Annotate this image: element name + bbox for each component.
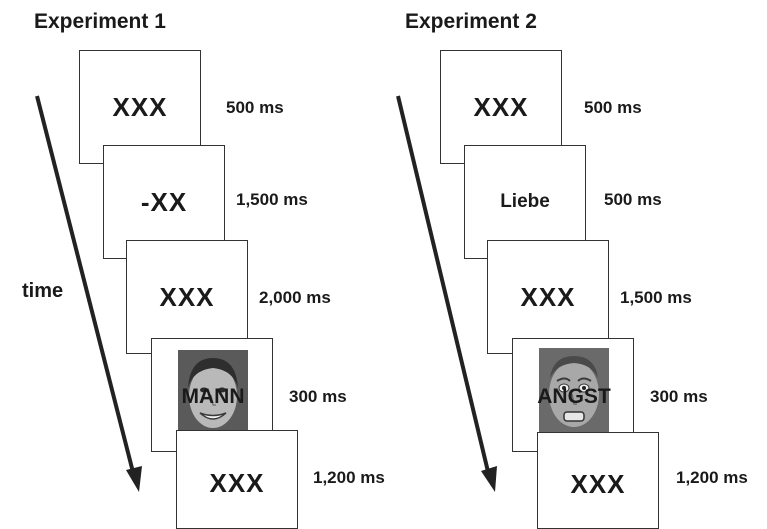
exp2-stimulus-3: XXX (520, 281, 576, 312)
experiment1-title: Experiment 1 (34, 10, 166, 33)
exp1-duration-4: 300 ms (289, 387, 347, 406)
exp2-duration-3: 1,500 ms (620, 288, 692, 307)
exp2-stimulus-4: ANGST (537, 385, 611, 408)
exp2-frame-3: XXX (487, 240, 609, 354)
exp1-stimulus-5: XXX (209, 468, 265, 498)
exp2-duration-2: 500 ms (604, 190, 662, 209)
exp1-duration-5: 1,200 ms (313, 468, 385, 487)
exp2-stimulus-5: XXX (570, 469, 626, 499)
exp2-duration-1: 500 ms (584, 98, 642, 117)
time-arrow-experiment1 (35, 95, 142, 492)
exp1-stimulus-3: XXX (159, 281, 215, 312)
fearful-male-face-icon (539, 348, 609, 436)
experiment2-title: Experiment 2 (405, 10, 537, 33)
exp2-stimulus-1: XXX (473, 91, 529, 122)
exp2-duration-4: 300 ms (650, 387, 708, 406)
exp1-frame-3: XXX (126, 240, 248, 354)
time-arrow-experiment2 (396, 95, 497, 492)
exp1-duration-2: 1,500 ms (236, 190, 308, 209)
time-label: time (22, 280, 64, 302)
exp1-stimulus-1: XXX (112, 91, 168, 122)
smiling-female-face-icon (178, 350, 248, 438)
exp2-duration-5: 1,200 ms (676, 468, 748, 487)
exp1-duration-3: 2,000 ms (259, 288, 331, 307)
exp1-duration-1: 500 ms (226, 98, 284, 117)
exp2-frame-5: XXX (537, 432, 659, 529)
exp1-stimulus-2: -XX (140, 186, 188, 217)
exp1-stimulus-4: MANN (181, 385, 245, 408)
exp1-frame-5: XXX (176, 430, 298, 529)
exp2-stimulus-2: Liebe (500, 191, 550, 212)
